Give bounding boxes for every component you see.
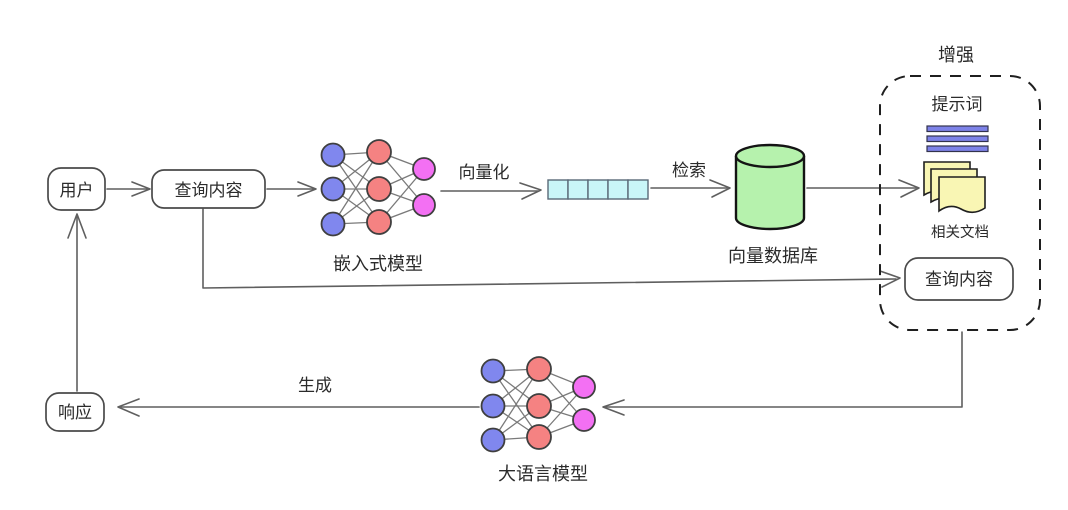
- arrow-retrieve: [650, 179, 731, 198]
- response-box: 响应: [45, 392, 105, 432]
- related-documents-icon: [923, 161, 986, 214]
- query-top-label: 查询内容: [175, 181, 243, 201]
- embedding-model-label: 嵌入式模型: [333, 254, 423, 275]
- query-box-top-shape: [151, 169, 266, 209]
- embedding-output-nodes: [412, 157, 436, 217]
- query-box-top: 查询内容: [151, 169, 266, 209]
- arrow-query-to-embedding: [266, 181, 317, 197]
- embedding-input-nodes: [320, 142, 346, 237]
- vector-database: 向量数据库: [728, 143, 818, 267]
- llm-hidden-nodes: [526, 356, 552, 450]
- generate-label: 生成: [298, 376, 332, 396]
- query-augmented-label: 查询内容: [925, 270, 993, 290]
- user-box: 用户: [47, 167, 106, 211]
- arrow-response-to-user: [67, 213, 87, 392]
- embedding-hidden-nodes: [366, 139, 392, 235]
- prompt-label: 提示词: [932, 95, 983, 115]
- connector-augment-to-llm: [602, 331, 963, 416]
- related-docs-label: 相关文档: [931, 224, 989, 241]
- response-label: 响应: [58, 403, 92, 423]
- connector-query-to-augmented-query: [202, 208, 901, 289]
- llm-network: 大语言模型: [480, 356, 596, 485]
- response-box-shape: [45, 392, 105, 432]
- llm-input-nodes: [480, 358, 506, 453]
- user-box-shape: [47, 167, 106, 211]
- user-label: 用户: [60, 181, 94, 201]
- vector-database-label: 向量数据库: [728, 246, 818, 267]
- arrow-user-to-query: [106, 181, 151, 197]
- vectorize-label: 向量化: [459, 163, 510, 183]
- prompt-bars: [926, 125, 989, 153]
- llm-label: 大语言模型: [498, 464, 588, 485]
- augment-group: 提示词 相关文档 查询内容: [879, 75, 1041, 331]
- vector-database-shape: [734, 143, 806, 231]
- embedding-model-network: 嵌入式模型: [320, 139, 436, 275]
- arrow-db-to-docs: [806, 179, 920, 198]
- query-box-augmented-shape: [904, 257, 1014, 301]
- retrieve-label: 检索: [672, 161, 706, 181]
- augment-label: 增强: [938, 45, 974, 66]
- augment-dashed-border: [879, 75, 1041, 331]
- query-box-augmented: 查询内容: [904, 257, 1014, 301]
- arrow-vectorize: [440, 182, 542, 200]
- arrow-generate: [117, 398, 480, 417]
- vector-cells: [547, 179, 649, 200]
- llm-output-nodes: [572, 375, 596, 432]
